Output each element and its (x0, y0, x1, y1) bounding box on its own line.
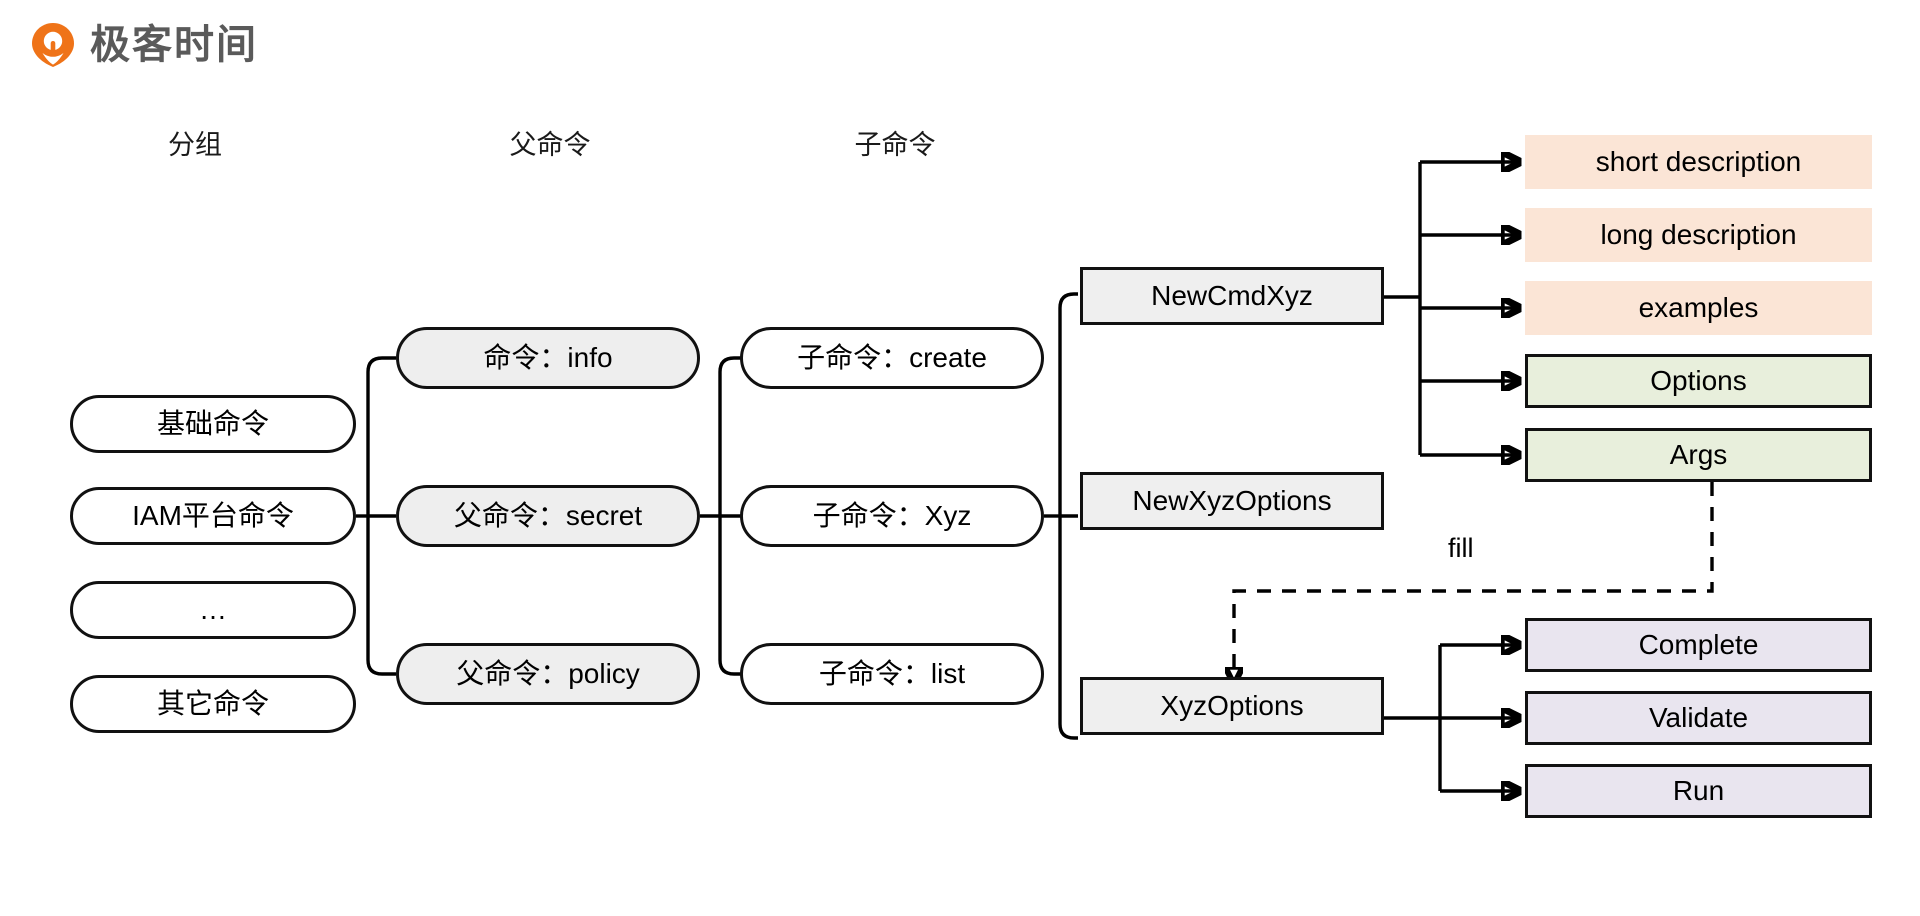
cmd-field-args[interactable]: Args (1525, 428, 1872, 482)
child-cmd-node-2[interactable]: 子命令：list (740, 643, 1044, 705)
option-method-run[interactable]: Run (1525, 764, 1872, 818)
cmd-field-options[interactable]: Options (1525, 354, 1872, 408)
group-node-3[interactable]: 其它命令 (70, 675, 356, 733)
cmd-field-examples-label: examples (1638, 292, 1759, 323)
geek-time-pin-logo-icon (30, 22, 76, 68)
struct-node-newcmdxyz[interactable]: NewCmdXyz (1080, 267, 1384, 325)
child-cmd-node-1[interactable]: 子命令：Xyz (740, 485, 1044, 547)
brand-name: 极客时间 (90, 23, 258, 67)
cmd-field-args-label: Args (1669, 439, 1728, 470)
cmd-field-examples[interactable]: examples (1525, 281, 1872, 335)
brand-logo: 极客时间 (30, 22, 258, 68)
logo-svg (32, 23, 74, 67)
cmd-field-long-description[interactable]: long description (1525, 208, 1872, 262)
struct-node-xyzoptions[interactable]: XyzOptions (1080, 677, 1384, 735)
parent-cmd-node-0-label: 命令：info (483, 342, 613, 373)
group-node-0[interactable]: 基础命令 (70, 395, 356, 453)
struct-node-newxyzoptions-label: NewXyzOptions (1132, 485, 1332, 516)
parent-cmd-node-1[interactable]: 父命令：secret (396, 485, 700, 547)
parent-cmd-node-0[interactable]: 命令：info (396, 327, 700, 389)
option-method-validate[interactable]: Validate (1525, 691, 1872, 745)
cmd-field-long-description-label: long description (1600, 219, 1797, 250)
edge-label-fill: fill (1448, 533, 1474, 563)
group-node-0-label: 基础命令 (156, 408, 269, 439)
parent-cmd-node-2-label: 父命令：policy (456, 658, 640, 689)
group-node-1[interactable]: IAM平台命令 (70, 487, 356, 545)
option-method-validate-label: Validate (1648, 702, 1749, 733)
cmd-field-short-description-label: short description (1595, 146, 1802, 177)
child-cmd-node-2-label: 子命令：list (818, 658, 966, 689)
group-node-2[interactable]: … (70, 581, 356, 639)
group-node-2-label: … (199, 594, 227, 625)
struct-node-xyzoptions-label: XyzOptions (1160, 690, 1304, 721)
child-cmd-node-0[interactable]: 子命令：create (740, 327, 1044, 389)
option-method-complete-label: Complete (1638, 629, 1759, 660)
cmd-field-options-label: Options (1650, 365, 1747, 396)
child-cmd-node-0-label: 子命令：create (797, 342, 987, 373)
column-header-group: 分组 (168, 130, 222, 160)
group-node-1-label: IAM平台命令 (132, 500, 294, 531)
group-node-3-label: 其它命令 (156, 688, 269, 719)
child-cmd-node-1-label: 子命令：Xyz (812, 500, 972, 531)
column-header-parent-cmd: 父命令 (509, 130, 591, 160)
cmd-field-short-description[interactable]: short description (1525, 135, 1872, 189)
option-method-complete[interactable]: Complete (1525, 618, 1872, 672)
struct-node-newcmdxyz-label: NewCmdXyz (1151, 280, 1313, 311)
parent-cmd-node-2[interactable]: 父命令：policy (396, 643, 700, 705)
struct-node-newxyzoptions[interactable]: NewXyzOptions (1080, 472, 1384, 530)
column-header-child-cmd: 子命令 (854, 130, 936, 160)
parent-cmd-node-1-label: 父命令：secret (453, 500, 643, 531)
option-method-run-label: Run (1672, 775, 1725, 806)
